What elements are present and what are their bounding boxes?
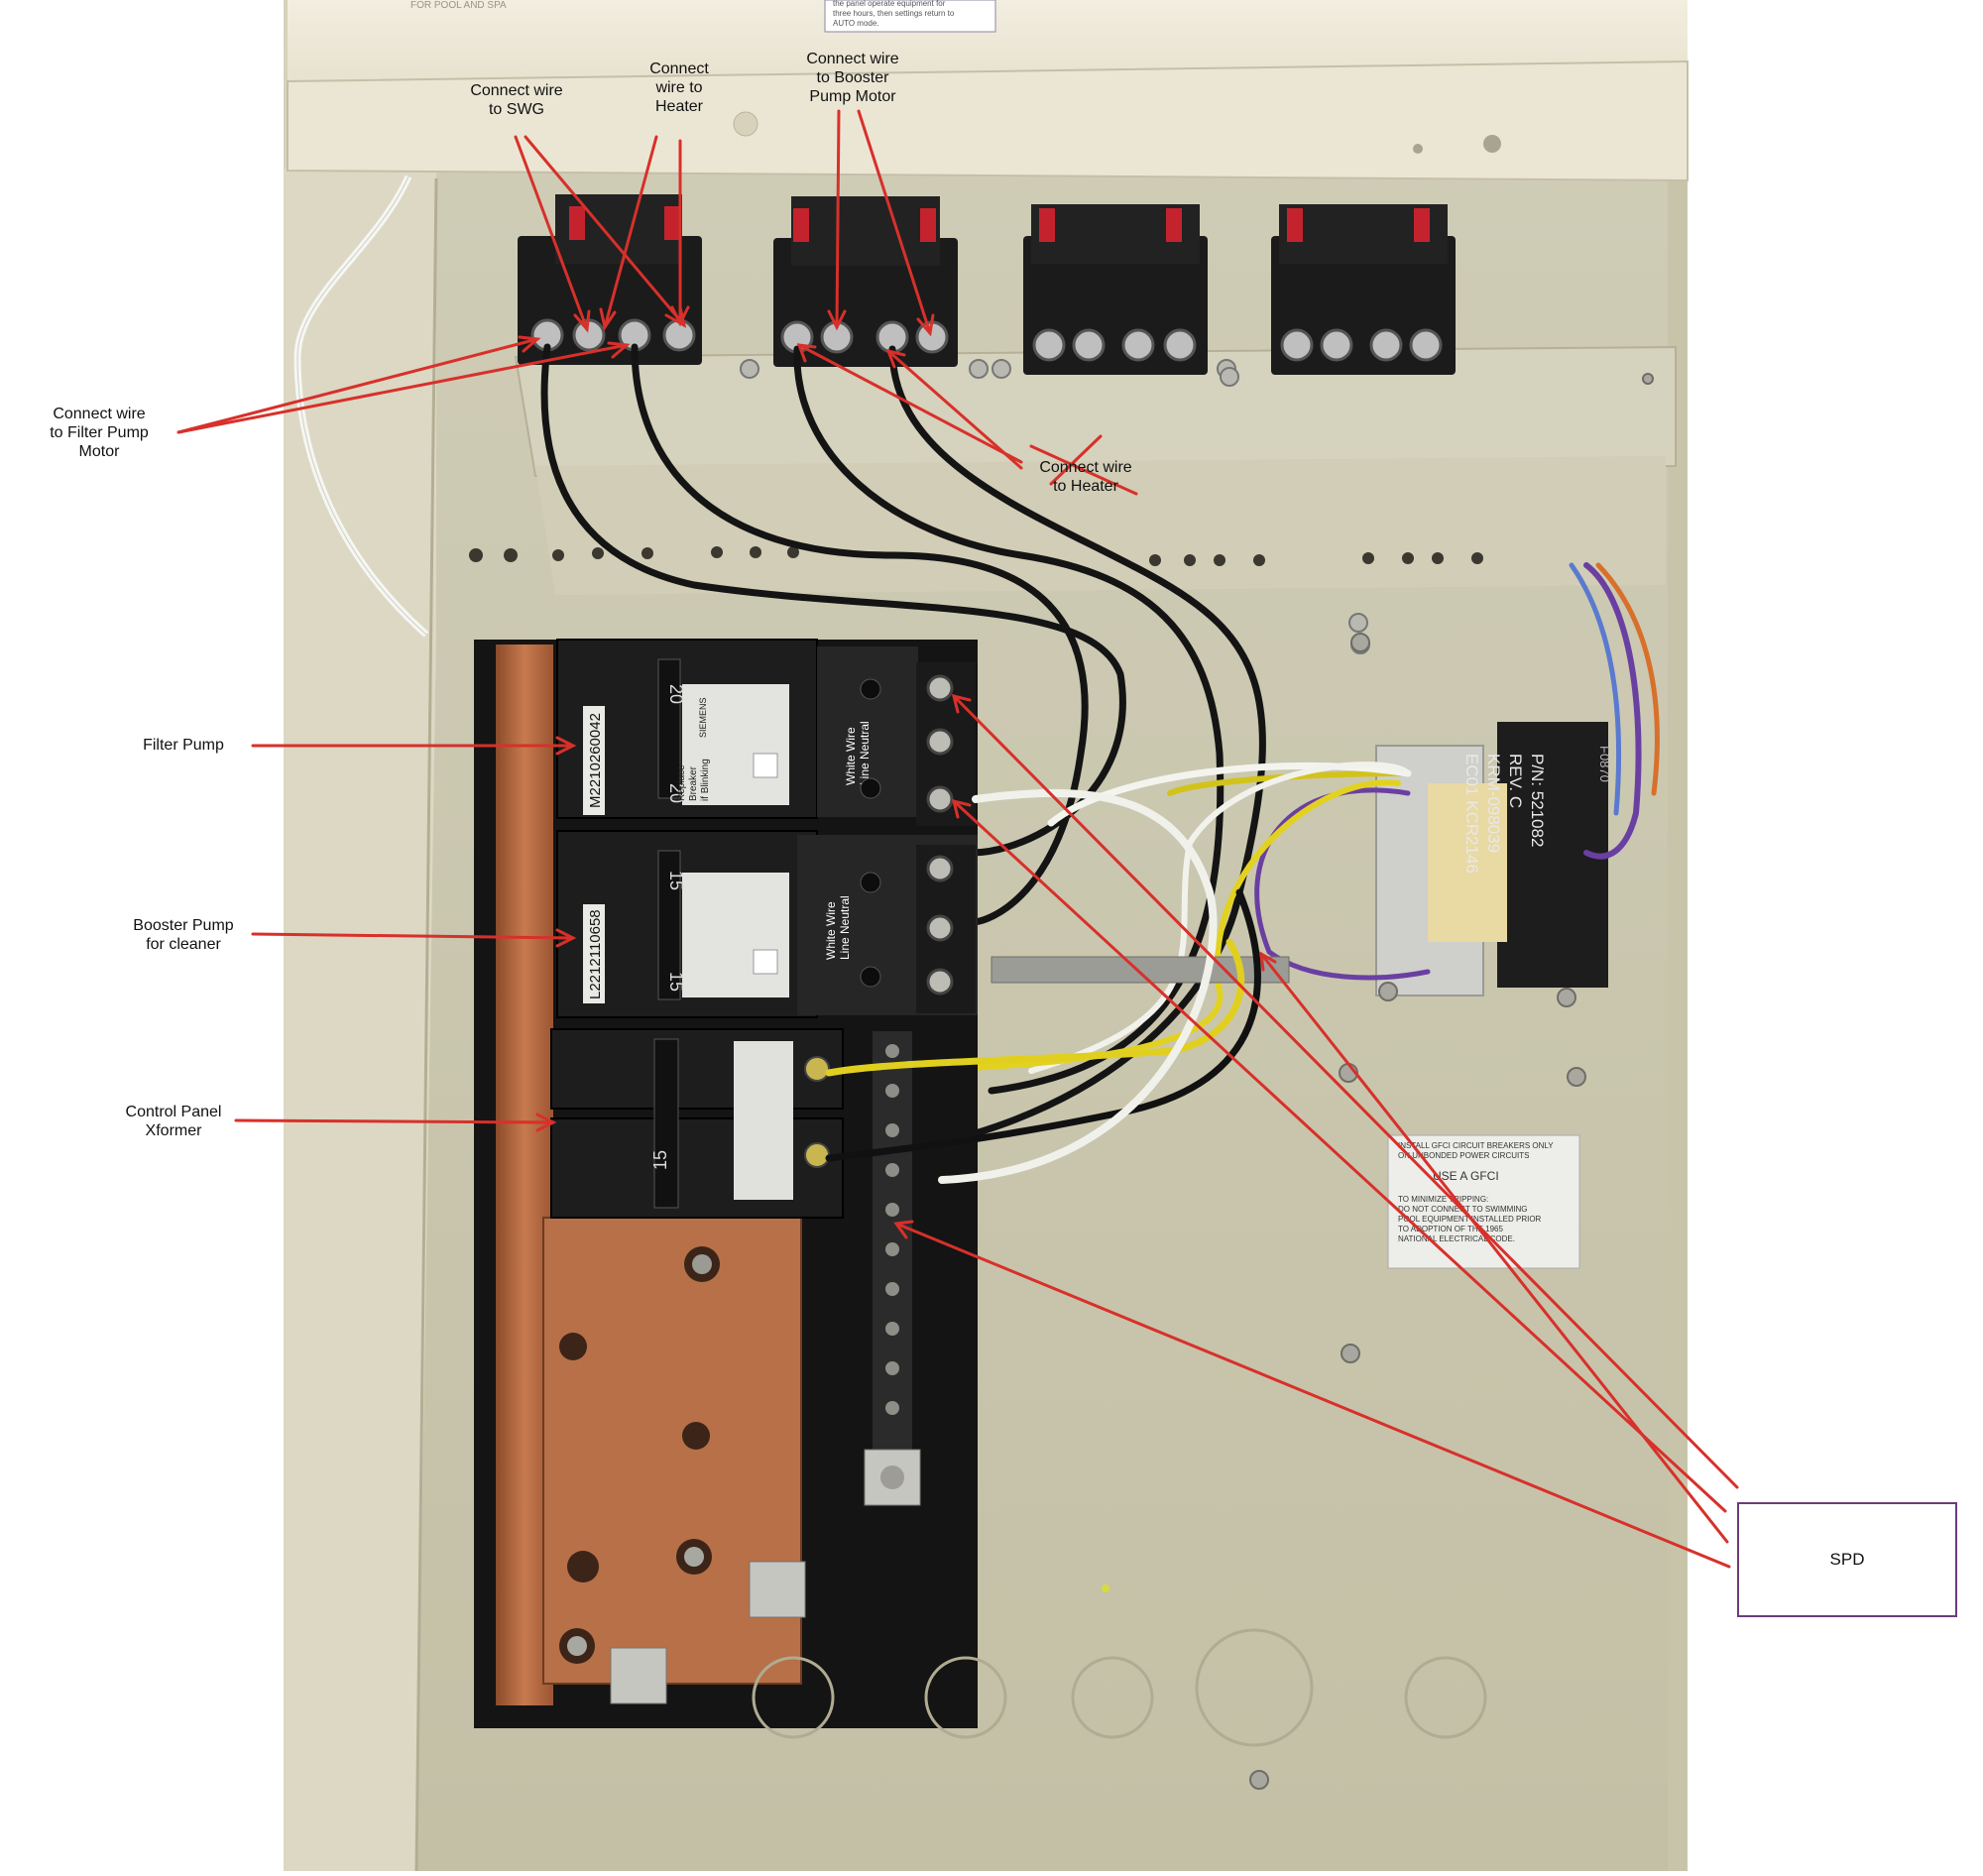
annotation-filter-motor: Connect wire to Filter Pump Motor: [50, 406, 149, 460]
svg-text:White WireLine Neutral: White WireLine Neutral: [844, 721, 872, 785]
annotation-swg: Connect wire to SWG: [470, 82, 563, 118]
annotation-control-xformer: Control Panel Xformer: [125, 1104, 222, 1139]
svg-text:FOR POOL AND SPA: FOR POOL AND SPA: [410, 0, 507, 11]
cover-note: the panel operate equipment for three ho…: [833, 0, 957, 28]
svg-text:SIEMENS: SIEMENS: [698, 697, 708, 738]
annotation-booster-motor: Connect wire to Booster Pump Motor: [806, 51, 899, 105]
svg-text:15: 15: [666, 871, 686, 890]
breaker-filter-pump: M2210260042 20 20 ReplaceBreakerif Blink…: [556, 639, 918, 819]
breaker-booster-pump: L2212110658 15 15 White WireLine Neutral: [556, 830, 978, 1018]
svg-text:P/N: 521082 REV. C: P/N: 521082 REV. C KRM-098039 EC01 KCR21…: [1462, 754, 1547, 874]
annotation-heater-top: Connect wire to Heater: [649, 60, 709, 115]
breaker-control-xformer: 15: [550, 1028, 844, 1219]
relay-4: [1271, 204, 1456, 375]
svg-text:20: 20: [666, 684, 686, 704]
annotation-spd-box: SPD: [1737, 1502, 1957, 1617]
svg-text:ReplaceBreakerif Blinking: ReplaceBreakerif Blinking: [676, 759, 711, 801]
relay-2: [773, 196, 958, 367]
svg-text:15: 15: [666, 972, 686, 992]
svg-text:M2210260042: M2210260042: [587, 713, 604, 808]
annotation-filter-pump: Filter Pump: [143, 737, 224, 754]
svg-text:White WireLine Neutral: White WireLine Neutral: [824, 895, 852, 960]
annotation-heater-mid: Connect wire to Heater: [1039, 459, 1132, 495]
svg-text:L2212110658: L2212110658: [587, 909, 604, 999]
svg-text:F0870: F0870: [1597, 746, 1612, 782]
warning-sticker: [1387, 1134, 1580, 1269]
annotation-booster-cleaner: Booster Pump for cleaner: [133, 917, 234, 953]
relay-3: [1023, 204, 1208, 375]
annotation-spd: SPD: [1829, 1550, 1865, 1569]
svg-text:20: 20: [666, 783, 686, 803]
annotation-arrows: [176, 109, 1739, 1569]
svg-text:15: 15: [650, 1150, 670, 1170]
breaker-terminals: [916, 662, 976, 1013]
